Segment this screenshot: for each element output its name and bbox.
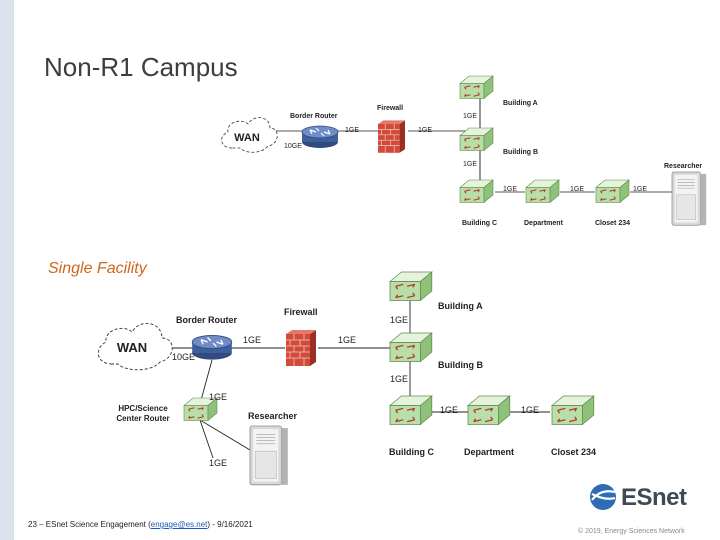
footer-suffix: ) - 9/16/2021 [207, 520, 253, 529]
link-label-c-dept: 1GE [440, 405, 458, 415]
firewall-icon [377, 119, 406, 154]
link-label-fw-out: 1GE [338, 335, 356, 345]
logo-text: ESnet [621, 484, 687, 511]
link-label-hpc-res: 1GE [209, 458, 227, 468]
workstation-icon [249, 425, 289, 486]
closet-label: Closet 234 [551, 447, 596, 457]
link-label-a-b: 1GE [463, 113, 477, 120]
workstation-icon [671, 171, 707, 226]
hpc-router-label-line2: Center Router [116, 414, 169, 423]
footer-copyright: © 2019, Energy Sciences Network [578, 528, 685, 535]
closet-label: Closet 234 [595, 220, 630, 227]
border-router-label: Border Router [290, 113, 338, 120]
link-label-fw-out: 1GE [418, 127, 432, 134]
department-label: Department [524, 220, 564, 227]
researcher-label: Researcher [664, 163, 702, 170]
switch-icon [459, 75, 494, 100]
firewall-icon [285, 329, 317, 367]
link-label-fw-in: 1GE [243, 335, 261, 345]
slide-title: Non-R1 Campus [44, 52, 238, 82]
switch-icon [595, 179, 630, 204]
wan-cloud: WAN [221, 117, 278, 153]
building-a-label: Building A [503, 100, 538, 107]
footer-citation: 23 – ESnet Science Engagement (engage@es… [28, 520, 253, 529]
footer-prefix: 23 – ESnet Science Engagement ( [28, 520, 151, 529]
building-c-label: Building C [462, 220, 497, 227]
link-label-a-b: 1GE [390, 315, 408, 325]
link-label-border-hpc: 1GE [209, 392, 227, 402]
switch-icon [389, 395, 433, 426]
researcher-label: Researcher [248, 411, 298, 421]
slide-subtitle: Single Facility [48, 260, 147, 277]
switch-icon [459, 179, 494, 204]
link-label-c-dept: 1GE [503, 186, 517, 193]
wan-label: WAN [117, 340, 147, 355]
switch-icon [389, 271, 433, 302]
router-icon [301, 125, 339, 149]
wan-label: WAN [234, 132, 260, 144]
border-router-label: Border Router [176, 315, 238, 325]
footer-email-link[interactable]: engage@es.net [150, 520, 208, 529]
link-label-dept-closet: 1GE [521, 405, 539, 415]
building-c-label: Building C [389, 447, 434, 457]
switch-icon [467, 395, 511, 426]
building-b-label: Building B [438, 360, 483, 370]
link-label-dept-closet: 1GE [570, 186, 584, 193]
link-label-10ge: 10GE [172, 352, 195, 362]
left-accent-bar [0, 0, 14, 540]
switch-icon [389, 332, 433, 363]
esnet-logo: ESnet [588, 480, 708, 516]
link-label-10ge: 10GE [284, 143, 302, 150]
firewall-label: Firewall [377, 105, 403, 112]
router-icon [191, 334, 233, 361]
department-label: Department [464, 447, 514, 457]
switch-icon [551, 395, 595, 426]
globe-icon [590, 484, 616, 510]
link-label-b-c: 1GE [463, 161, 477, 168]
top-network-diagram: WAN Border Router 10GE 1GE Firewall 1GE … [221, 75, 707, 227]
link-label-closet-res: 1GE [633, 186, 647, 193]
bottom-network-diagram: WAN Border Router 10GE 1GE Firewall 1GE … [97, 271, 596, 486]
building-b-label: Building B [503, 149, 538, 156]
switch-icon [525, 179, 560, 204]
wan-cloud: WAN [97, 323, 173, 371]
link-label-fw-in: 1GE [345, 127, 359, 134]
hpc-router-label-line1: HPC/Science [118, 404, 168, 413]
link-label-b-c: 1GE [390, 374, 408, 384]
switch-icon [459, 127, 494, 152]
firewall-label: Firewall [284, 307, 318, 317]
building-a-label: Building A [438, 301, 483, 311]
